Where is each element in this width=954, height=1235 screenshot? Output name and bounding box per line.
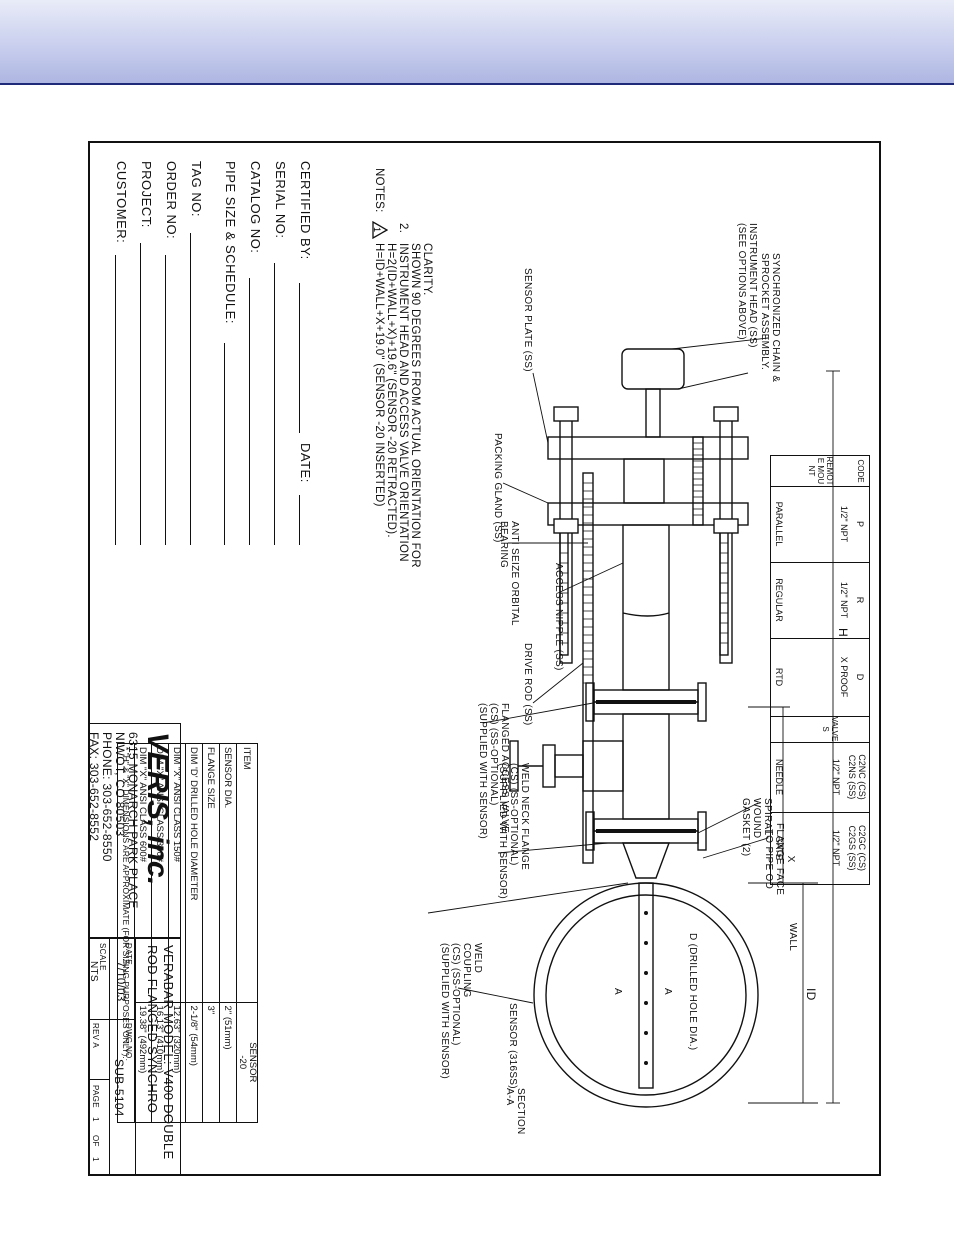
dim-value: 2-1/8" (54mm) [185,1002,203,1123]
company-phone: PHONE: 303-652-8550 [100,732,114,862]
section-a-mark-1: A [662,988,673,995]
regular-code: R [855,596,865,604]
drive-rod-label: DRIVE ROD (SS) [522,643,533,726]
section-a-mark-2: A [612,988,623,995]
id-dimension-label: ID [804,988,818,1001]
dim-value: 2" (51mm) [219,1002,237,1123]
access-nipple-label: ACCESS NIPPLE (SS) [553,563,564,671]
dim-item: FLANGE SIZE [202,743,220,1003]
svg-text:1: 1 [372,227,382,232]
wall-label: WALL [787,923,798,952]
rtd-name: RTD [774,667,784,687]
page-total: 1 [91,1157,100,1162]
parallel-npt: 1/2" NPT [839,505,849,543]
rotated-drawing: CUSTOMER: PROJECT: ORDER NO: TAG NO: PIP… [88,143,878,1174]
dwg-value: SUB-5104 [112,1059,126,1117]
dim-header-sensor: SENSOR -20 [236,1002,258,1123]
options-table: CODE REMOTE MOUNT PARALLEL 1/2" NPT P RE… [770,455,870,885]
company-address1: 6315 MONARCH PARK PLACE [126,732,140,909]
options-code-label: CODE [856,459,865,483]
warning-triangle-icon: 1 [372,221,388,239]
company-fax: FAX: 303-652-8552 [88,732,101,842]
assembly-drawing [427,337,840,1108]
title-line1: VERABAR MODEL: V400 DOUBLE [161,945,176,1160]
rtd-npt: X PROOF [839,656,849,698]
section-label: SECTION A-A [504,1088,526,1135]
page-label: PAGE [91,1085,100,1108]
drawing-sheet: CUSTOMER: PROJECT: ORDER NO: TAG NO: PIP… [88,141,881,1176]
valves-label: VALVES [821,716,839,742]
gate-npt: 1/2" NPT [831,829,841,867]
header-band [0,0,954,83]
needle-name: NEEDLE [774,758,784,795]
regular-npt: 1/2" NPT [839,581,849,619]
of-label: OF [91,1135,100,1147]
regular-name: REGULAR [774,578,784,622]
dim-value: 3" [202,1002,220,1123]
gate-name: GATE [774,836,784,860]
company-address2: NIWOT, CO 80503 [113,732,127,837]
title-line2: ROD FLANGED SYNCHRO [145,945,160,1114]
dim-header-item: ITEM [236,743,258,1003]
remote-mount-label: REMOTE MOUNT [807,456,834,486]
header-rule [0,83,954,85]
sensor-plate-label: SENSOR PLATE (SS) [522,268,533,372]
scale-value: NTS [88,961,99,982]
page-value: 1 [91,1117,100,1122]
table-row: SENSOR DIA.2" (51mm) [219,743,237,1123]
rev-label: REV A [91,1023,100,1049]
rtd-code: D [855,673,865,681]
parallel-name: PARALLEL [774,501,784,547]
sensor-label: SENSOR (316SS) [507,1003,518,1089]
gate-code: C2GC (CS) C2GS (SS) [847,824,867,871]
bearing-label: ANTI SEIZE ORBITAL BEARING [498,521,520,626]
veris-logo: VERIS, inc. [141,732,174,885]
d-hole-label: D (DRILLED HOLE DIA.) [687,933,698,1051]
dwg-label: DWG NO. [124,1023,133,1062]
dim-item: SENSOR DIA. [219,743,237,1003]
date-field-value: 7/10/03 [114,961,126,1002]
weld-neck-label: WELD NECK FLANGE (CS) (SS-OPTIONAL) (SUP… [497,763,530,900]
instrument-head-label: INSTRUMENT HEAD (SS) (SEE OPTIONS ABOVE) [736,223,758,348]
weld-coupling-label: WELD COUPLING (CS) (SS-OPTIONAL) (SUPPLI… [439,943,483,1080]
dim-header-row: ITEM SENSOR -20 [236,743,258,1123]
needle-npt: 1/2" NPT [831,758,841,796]
scale-label: SCALE [98,943,107,971]
needle-code: C2NC (CS) C2NS (SS) [847,754,867,800]
title-block: VERABAR MODEL: V400 DOUBLE ROD FLANGED S… [88,938,181,1174]
chain-label: SYNCHRONIZED CHAIN & SPROCKET ASSEMBLY. [759,253,781,383]
parallel-code: P [855,520,865,527]
company-block: VERIS, inc. 6315 MONARCH PARK PLACE NIWO… [88,723,181,938]
dim-item: DIM 'D' DRILLED HOLE DIAMETER [185,743,203,1003]
